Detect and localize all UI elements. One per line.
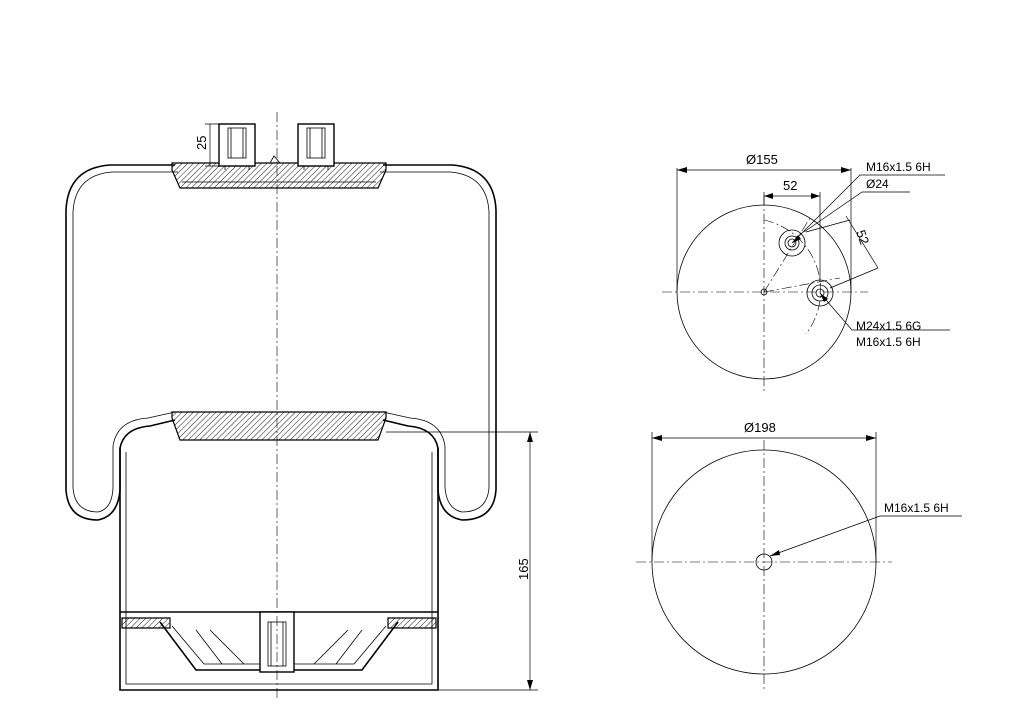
top-view: Ø155 52 52 M16x1.5 6H Ø24 M24x1.5 6G M16… — [662, 152, 950, 392]
piston-seal-right — [387, 617, 437, 629]
piston-body — [119, 448, 439, 691]
bottom-center-hole — [755, 553, 773, 571]
side-view: 25 165 — [65, 112, 538, 700]
air-fitting — [269, 155, 281, 164]
dim-198-label: Ø198 — [744, 420, 776, 435]
thread-combo-label-2: M16x1.5 6H — [856, 335, 921, 349]
leader-thread-combo — [819, 292, 950, 331]
dim-155-label: Ø155 — [746, 152, 778, 167]
thread-top-label: M16x1.5 6H — [866, 160, 931, 174]
piston-top-rim — [171, 411, 387, 441]
boss-diameter-label: Ø24 — [866, 177, 889, 191]
dim-stud-height-label: 25 — [194, 136, 209, 150]
dim-52-label: 52 — [783, 178, 797, 193]
bottom-view: Ø198 M16x1.5 6H — [636, 420, 962, 690]
dim-piston-height-label: 165 — [516, 558, 531, 580]
thread-combo-label-1: M24x1.5 6G — [856, 319, 921, 333]
bellows-outline — [65, 164, 497, 521]
top-stud-left — [218, 123, 256, 170]
top-boss-upper — [778, 229, 806, 257]
leader-thread-top — [791, 174, 945, 244]
bottom-thread-label: M16x1.5 6H — [884, 501, 949, 515]
leader-boss-diameter — [803, 191, 910, 233]
piston-seal-left — [121, 617, 171, 629]
top-stud-right — [297, 123, 335, 170]
leader-bottom-thread — [769, 515, 962, 557]
dim-52-diag-label: 52 — [853, 228, 872, 247]
top-bead-plate — [171, 162, 387, 189]
bellows-inner-outline — [72, 171, 490, 513]
